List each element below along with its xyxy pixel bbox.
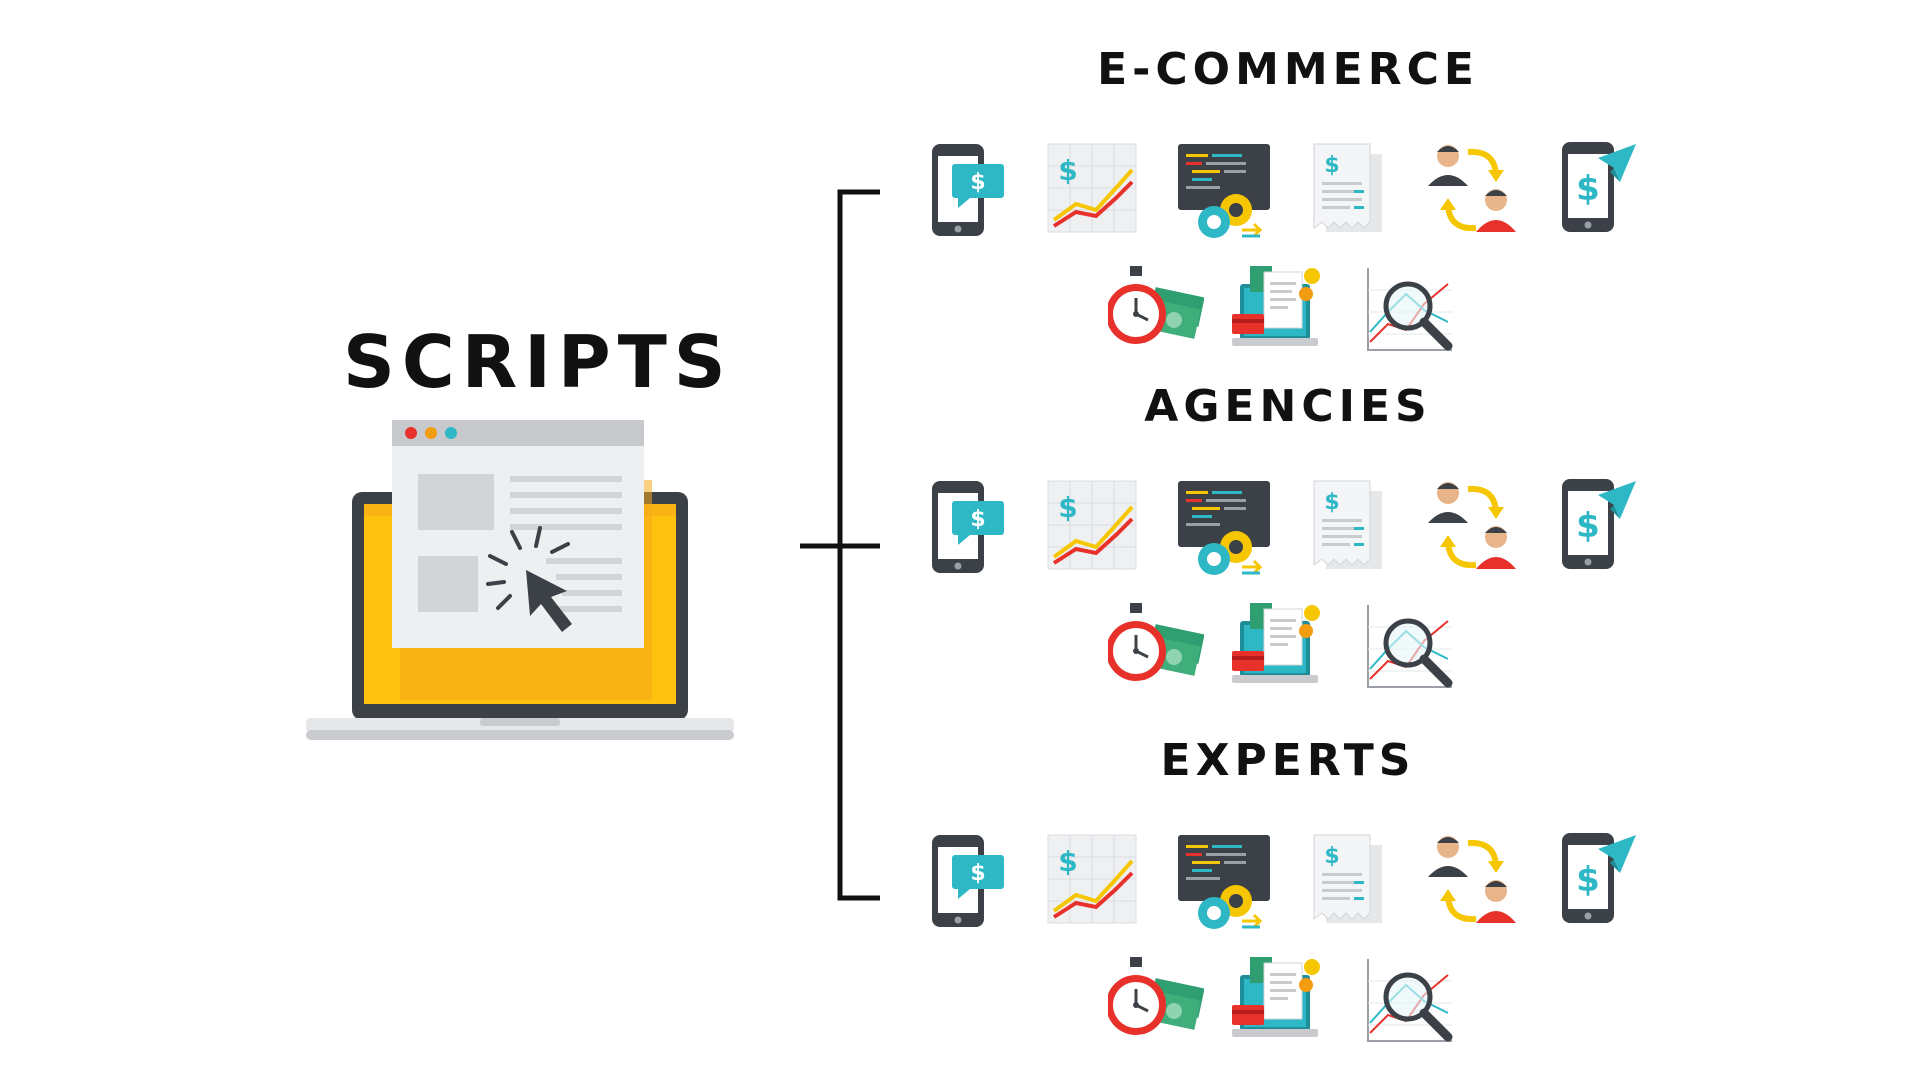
svg-text:$: $ — [1576, 860, 1600, 900]
revenue-chart-icon: $ — [1047, 143, 1137, 233]
mobile-payment-icon: $ — [932, 144, 1004, 236]
segment-title-ecommerce: E-COMMERCE — [1097, 44, 1479, 95]
svg-text:$: $ — [1058, 845, 1077, 878]
analytics-search-icon — [1367, 605, 1453, 688]
stopwatch-money-icon — [1108, 603, 1204, 681]
laptop-finance-icon — [1232, 603, 1320, 683]
mobile-send-money-icon: $ — [1562, 833, 1636, 923]
main-title: SCRIPTS — [343, 320, 733, 404]
invoice-icon: $ — [1313, 834, 1382, 923]
segment-title-agencies: AGENCIES — [1144, 381, 1432, 432]
user-exchange-icon — [1428, 145, 1516, 232]
segment-title-experts: EXPERTS — [1160, 735, 1416, 786]
svg-text:$: $ — [1324, 844, 1339, 869]
user-exchange-icon — [1428, 836, 1516, 923]
svg-text:$: $ — [970, 170, 985, 195]
svg-text:$: $ — [1058, 154, 1077, 187]
svg-text:$: $ — [1324, 490, 1339, 515]
svg-text:$: $ — [970, 507, 985, 532]
analytics-search-icon — [1367, 959, 1453, 1042]
stopwatch-money-icon — [1108, 266, 1204, 344]
laptop-browser-click-icon — [306, 420, 734, 740]
svg-text:$: $ — [1576, 506, 1600, 546]
bracket-connector — [800, 189, 880, 901]
revenue-chart-icon: $ — [1047, 480, 1137, 570]
stopwatch-money-icon — [1108, 957, 1204, 1035]
svg-text:$: $ — [1576, 169, 1600, 209]
invoice-icon: $ — [1313, 480, 1382, 569]
revenue-chart-icon: $ — [1047, 834, 1137, 924]
invoice-icon: $ — [1313, 143, 1382, 232]
code-settings-icon — [1178, 144, 1270, 238]
svg-text:$: $ — [1058, 491, 1077, 524]
mobile-send-money-icon: $ — [1562, 479, 1636, 569]
code-settings-icon — [1178, 835, 1270, 929]
mobile-payment-icon: $ — [932, 835, 1004, 927]
code-settings-icon — [1178, 481, 1270, 575]
svg-text:$: $ — [1324, 153, 1339, 178]
laptop-finance-icon — [1232, 266, 1320, 346]
analytics-search-icon — [1367, 268, 1453, 351]
mobile-send-money-icon: $ — [1562, 142, 1636, 232]
svg-text:$: $ — [970, 861, 985, 886]
user-exchange-icon — [1428, 482, 1516, 569]
mobile-payment-icon: $ — [932, 481, 1004, 573]
laptop-finance-icon — [1232, 957, 1320, 1037]
